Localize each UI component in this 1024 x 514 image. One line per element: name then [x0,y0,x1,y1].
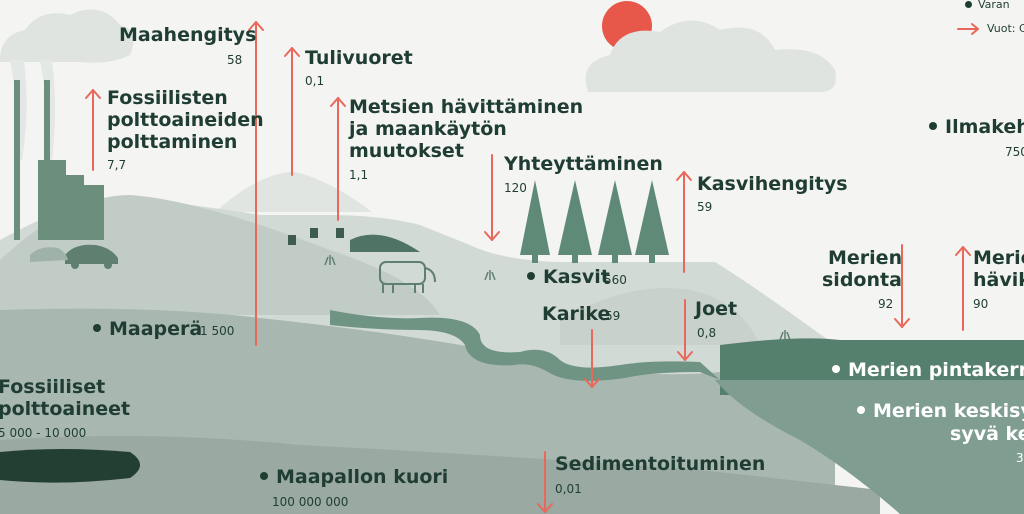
cleared-forest [350,234,420,252]
arrow-joet [677,299,693,361]
reservoir-value-maapera: 1 500 [200,324,235,338]
flow-label-tulivuoret: Tulivuoret [305,47,413,69]
reservoir-label-line: syvä ker [950,423,1024,445]
river [330,310,720,381]
volcano-hill [215,172,372,212]
flow-value-joet: 0,8 [697,326,717,340]
forest-icon [520,180,669,263]
flow-label-line: polttaminen [107,131,238,153]
reservoir-value-kasvit: 560 [604,273,627,287]
flow-label-line: Merien [828,247,903,269]
flow-label-yhteyttaminen: Yhteyttäminen [504,153,663,175]
fossil-fuel-deposit [0,449,140,483]
flow-value-sedimentoituminen: 0,01 [555,482,582,496]
arrow-metsien [330,97,346,221]
legend-flow: Vuot: G [987,22,1024,35]
reservoir-value-keskisyva: 3 [1016,451,1024,465]
reservoir-value-ilmakeha: 750 [1005,145,1024,159]
legend-reservoir-label: Varan [978,0,1010,11]
arrow-karike [584,329,600,388]
legend-flow-label: Vuot: G [987,22,1024,35]
cloud-icon [585,20,836,93]
flow-label-line: Metsien hävittäminen [349,96,584,118]
arrow-merien-sidonta [894,244,910,328]
reservoir-label-ilmakeha: Ilmakehä [929,116,1024,138]
reservoir-label-line: Merien keskisyv [857,400,1024,422]
flow-label-line: Fossiilisten [107,87,228,109]
flow-label-karike: Karike [542,303,611,325]
reservoir-value-kuori: 100 000 000 [272,495,349,509]
reservoir-label-line: polttoaineet [0,398,131,420]
reservoir-label-line: Fossiiliset [0,376,106,398]
flow-value-maahengitys: 58 [227,53,243,67]
car-icon [30,244,118,269]
flow-value-fossiilisten: 7,7 [107,158,127,172]
flow-value-merien-havikki: 90 [973,297,989,311]
flow-label-line: hävik [973,269,1024,291]
stump-icon [288,228,344,245]
factory-icon [14,80,104,240]
cloud-icon [0,9,134,63]
reservoir-value-fossiiliset: 5 000 - 10 000 [0,426,87,440]
flow-label-kasvihengitys: Kasvihengitys [697,173,848,195]
arrow-merien-havikki [955,246,971,331]
flow-label-maahengitys: Maahengitys [119,24,257,46]
arrow-kasvihengitys [676,171,692,273]
flow-value-tulivuoret: 0,1 [305,74,325,88]
reservoir-label-kuori: Maapallon kuori [260,466,448,488]
arrow-sedimentoituminen [537,451,553,513]
flow-value-merien-sidonta: 92 [878,297,894,311]
flow-label-line: ja maankäytön [349,118,507,140]
reservoir-label-pintakerros: Merien pintakerros [832,359,1024,381]
legend-reservoir: Varan [965,0,1010,11]
flow-label-joet: Joet [695,298,738,320]
reservoir-label-maapera: Maaperä [93,318,202,340]
flow-value-kasvihengitys: 59 [697,200,713,214]
flow-label-line: sidonta [822,269,902,291]
flow-value-metsien: 1,1 [349,168,369,182]
flow-label-line: Merie [973,247,1024,269]
flow-label-line: muutokset [349,140,464,162]
cow-icon [379,261,436,293]
reservoir-label-kasvit: Kasvit [527,266,610,288]
flow-label-line: polttoaineiden [107,109,264,131]
legend-arrow-icon [957,23,979,35]
flow-value-karike: 59 [605,309,621,323]
arrow-fossiilisten [85,89,101,171]
flow-value-yhteyttaminen: 120 [504,181,527,195]
arrow-yhteyttaminen [484,154,500,241]
arrow-maahengitys [248,21,264,346]
arrow-tulivuoret [284,47,300,176]
flow-label-sedimentoituminen: Sedimentoituminen [555,453,766,475]
